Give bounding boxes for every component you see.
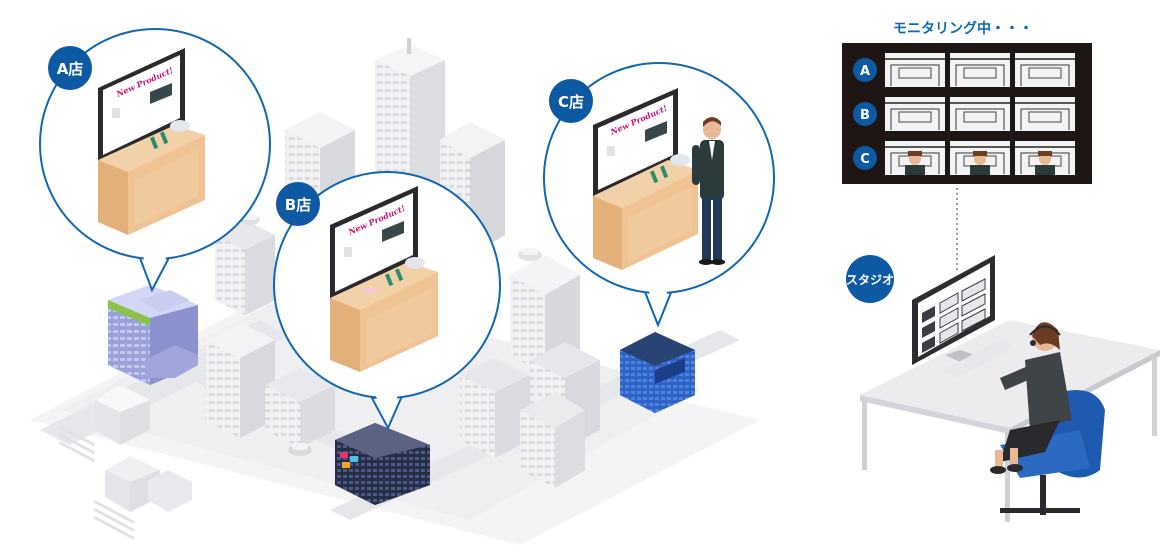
building-icon	[95, 385, 192, 512]
store-b-building	[335, 423, 430, 505]
building-icon	[265, 368, 335, 448]
row-label: B	[860, 108, 870, 123]
store-c-building	[620, 332, 695, 413]
car-icon	[240, 214, 260, 225]
camera-thumbnail	[1015, 97, 1075, 131]
monitor-row: C	[853, 141, 1075, 175]
monitoring-panel: モニタリング中・・・ A B C	[842, 20, 1092, 272]
person-icon	[692, 117, 725, 265]
camera-thumbnail	[950, 97, 1010, 131]
monitor-row: B	[853, 97, 1075, 131]
store-a-label: A店	[57, 60, 84, 78]
store-c-bubble: New Product! C店	[543, 62, 775, 328]
row-badge	[853, 58, 877, 82]
camera-thumbnail	[885, 141, 945, 175]
monitoring-title: モニタリング中・・・	[893, 20, 1033, 37]
operator-icon	[990, 322, 1072, 474]
desk-monitor-icon	[912, 255, 1015, 378]
camera-thumbnail	[950, 53, 1010, 87]
car-icon	[518, 248, 542, 261]
store-c-label: C店	[558, 93, 584, 111]
row-badge	[853, 102, 877, 126]
building-icon	[205, 322, 275, 438]
row-label: A	[860, 64, 870, 79]
row-badge	[853, 146, 877, 170]
store-b-label: B店	[285, 196, 311, 214]
studio: スタジオ	[846, 255, 1160, 522]
monitor-row: A	[853, 53, 1075, 87]
counter	[330, 257, 438, 372]
building-icon	[520, 392, 585, 488]
counter	[98, 120, 205, 235]
building-icon	[460, 358, 530, 458]
studio-label: スタジオ	[846, 273, 894, 287]
counter	[593, 154, 698, 270]
car-icon	[288, 443, 312, 456]
camera-thumbnail	[950, 141, 1010, 175]
store-a-building	[108, 285, 198, 385]
row-label: C	[860, 152, 870, 167]
desk	[860, 320, 1160, 522]
camera-thumbnail	[885, 97, 945, 131]
camera-thumbnail	[1015, 53, 1075, 87]
store-b-bubble: New Product! B店	[273, 171, 501, 431]
store-a-bubble: New Product! A店	[39, 28, 271, 293]
camera-thumbnail	[1015, 141, 1075, 175]
building-icon	[215, 220, 275, 315]
camera-thumbnail	[885, 53, 945, 87]
